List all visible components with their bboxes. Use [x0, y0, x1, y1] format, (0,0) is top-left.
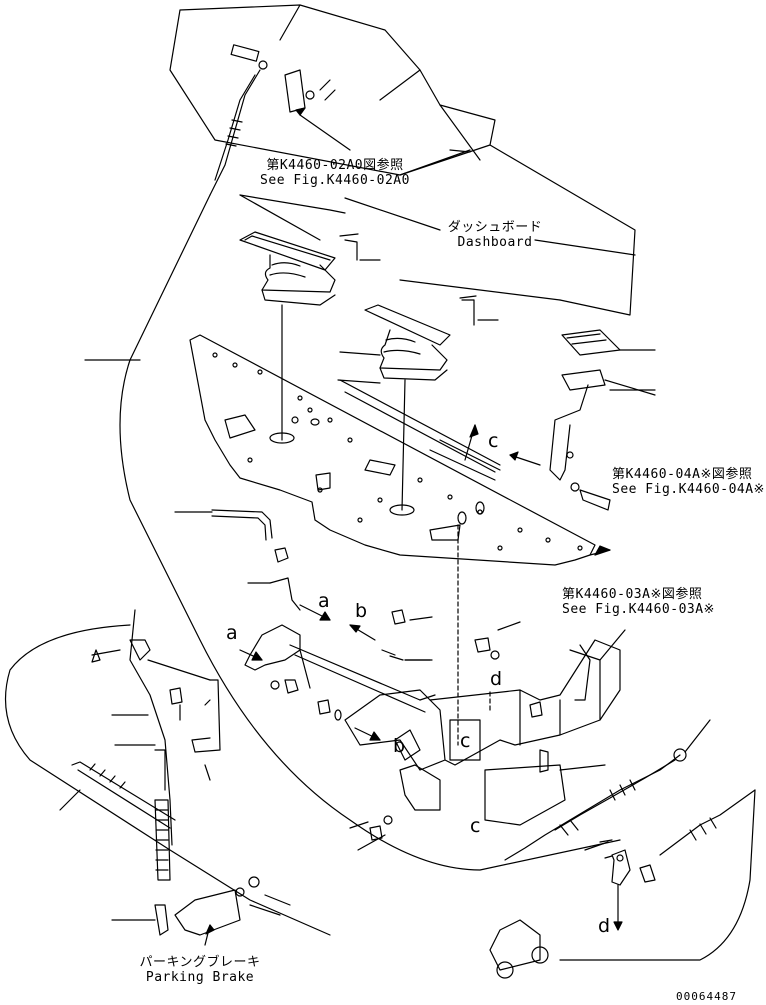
- bent-rod: [174, 509, 301, 611]
- pedal-left: [239, 231, 381, 441]
- parking-brake-cable: [4, 609, 331, 946]
- see-fig-02a0-en: See Fig.K4460-02A0: [260, 173, 410, 188]
- pedal-center: [339, 295, 499, 511]
- parking-brake-callout: パーキングブレーキ Parking Brake: [135, 955, 265, 985]
- see-fig-04a-en: See Fig.K4460-04A※: [612, 482, 765, 497]
- see-fig-02a0-jp: 第K4460-02A0図参照: [266, 158, 404, 173]
- see-fig-03a-jp: 第K4460-03A※図参照: [562, 587, 703, 602]
- reference-arrows: [239, 604, 381, 741]
- dashboard-jp: ダッシュボード: [447, 220, 543, 235]
- drawing-number: 00064487: [676, 990, 737, 1003]
- floor-plate: [189, 334, 611, 566]
- dashboard-en: Dashboard: [457, 235, 533, 250]
- dashed-leaders: [457, 524, 491, 746]
- upper-cable: [209, 44, 351, 196]
- ref-letter-c: c: [470, 815, 481, 837]
- right-cable: [489, 719, 756, 979]
- parking-brake-jp: パーキングブレーキ: [139, 955, 261, 970]
- parking-brake-en: Parking Brake: [145, 970, 255, 985]
- ref-letter-d: d: [598, 915, 611, 937]
- brake-shaft-assembly: [244, 624, 626, 826]
- dashboard-callout: ダッシュボード Dashboard: [440, 220, 550, 250]
- ref-letter-d: d: [490, 668, 503, 690]
- ref-letter-c: c: [488, 430, 499, 452]
- ref-letter-a: a: [318, 590, 330, 612]
- see-fig-04a-callout: 第K4460-04A※図参照 See Fig.K4460-04A※: [612, 467, 764, 497]
- see-fig-03a-en: See Fig.K4460-03A※: [562, 602, 715, 617]
- dashboard-panel: [169, 4, 636, 316]
- see-fig-04a-jp: 第K4460-04A※図参照: [612, 467, 753, 482]
- see-fig-02a0-callout: 第K4460-02A0図参照 See Fig.K4460-02A0: [255, 158, 415, 188]
- leader-lines: [239, 149, 656, 466]
- ref-letter-c: c: [460, 730, 471, 752]
- ref-letter-a: a: [226, 622, 238, 644]
- boot-outline: [84, 194, 621, 871]
- pedal-right: [549, 329, 656, 511]
- see-fig-03a-callout: 第K4460-03A※図参照 See Fig.K4460-03A※: [562, 587, 722, 617]
- ref-letter-b: b: [355, 600, 368, 622]
- ref-letter-b: b: [393, 735, 406, 757]
- fasteners: [270, 609, 543, 851]
